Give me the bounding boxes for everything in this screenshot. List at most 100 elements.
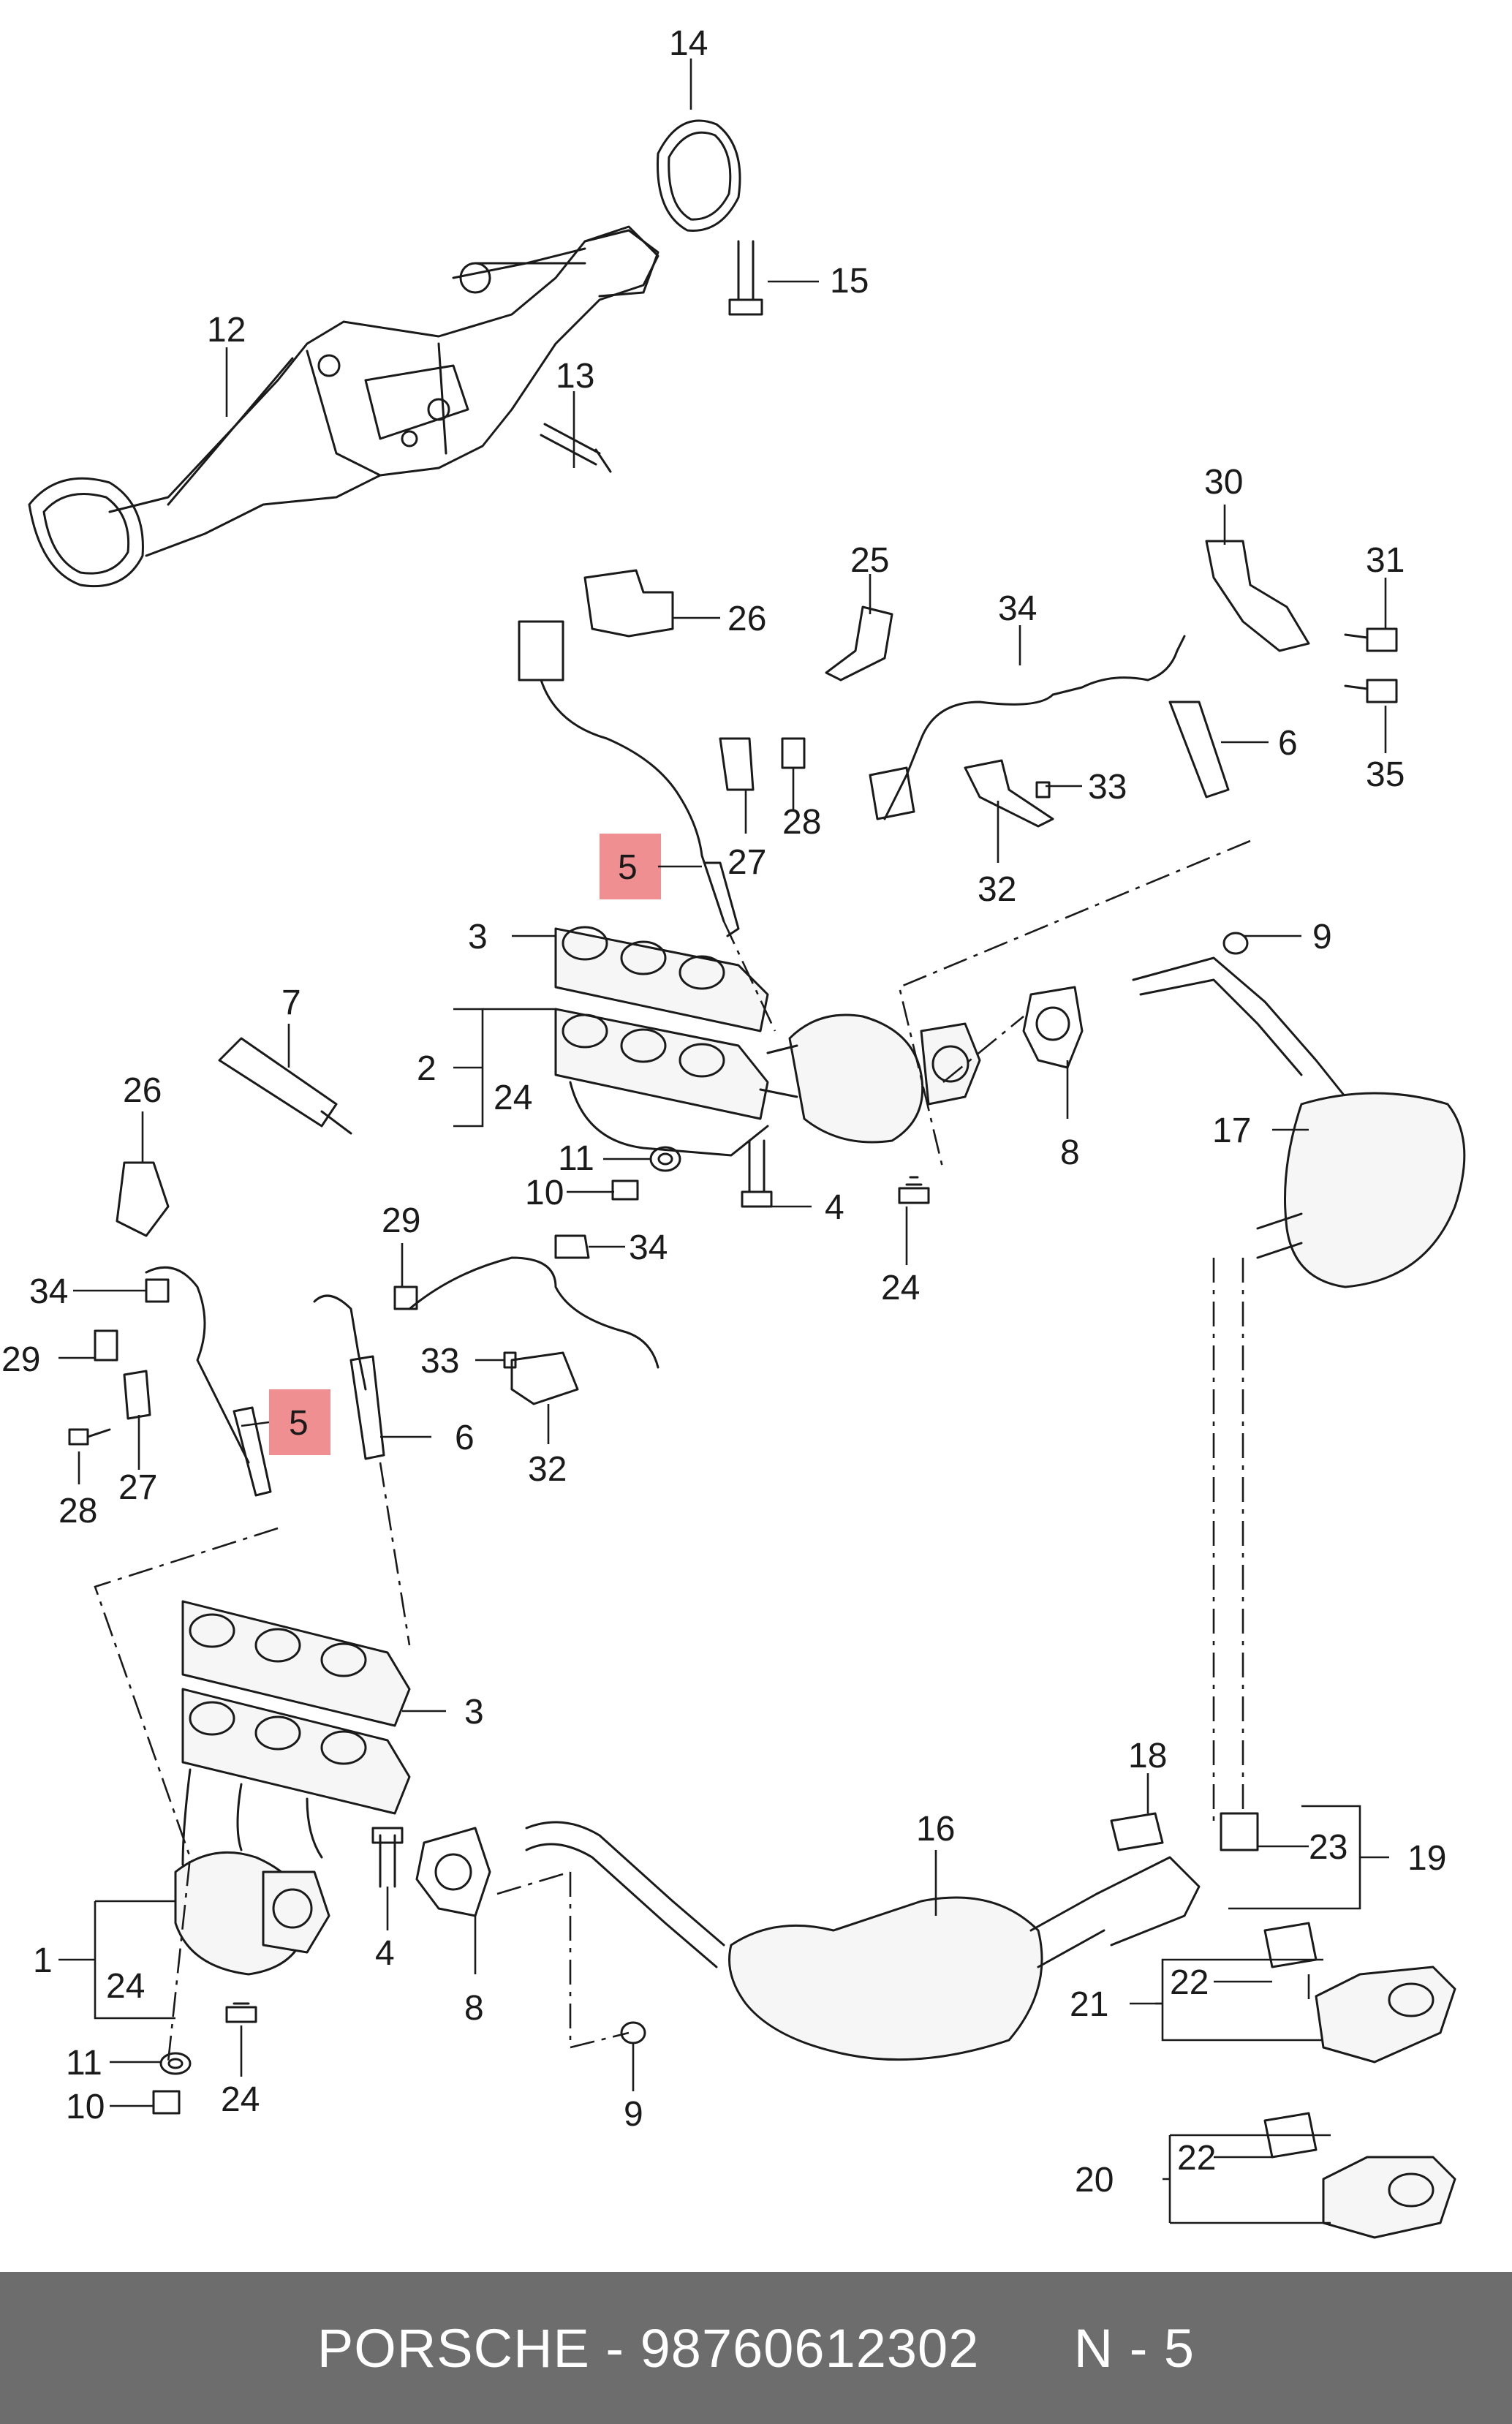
connector-clip [145, 1278, 170, 1303]
sensor-bracket [123, 1370, 151, 1420]
flange-gasket [1022, 986, 1084, 1069]
callout-24: 24 [106, 1967, 145, 2006]
bolt [225, 2002, 257, 2023]
leader-lines [58, 58, 1389, 2224]
callout-6: 6 [455, 1419, 475, 1457]
callout-26: 26 [123, 1071, 162, 1110]
callout-34: 34 [629, 1228, 668, 1267]
callout-35: 35 [1366, 755, 1405, 794]
sensor-bracket [503, 1351, 579, 1405]
callout-33: 33 [1088, 768, 1127, 807]
callout-labels: 14 15 12 13 26 25 30 31 34 35 6 33 28 27… [1, 24, 1446, 2200]
exhaust-manifold-lower [174, 1600, 411, 1976]
callout-24: 24 [221, 2080, 260, 2119]
front-silencer [525, 1821, 1201, 2061]
callout-16: 16 [916, 1810, 955, 1849]
callout-10: 10 [525, 1174, 564, 1212]
callout-8: 8 [464, 1989, 484, 2028]
callout-11: 11 [558, 1139, 594, 1178]
connector-bracket [583, 569, 674, 638]
connector-clip [393, 1285, 418, 1310]
callout-5: 5 [618, 848, 638, 887]
oxygen-sensor-right [869, 635, 1230, 820]
clamp-band [657, 119, 741, 232]
callout-3: 3 [464, 1693, 484, 1732]
sensor-bracket [964, 759, 1054, 828]
engine-carrier-bracket [28, 225, 659, 588]
bolt [540, 423, 612, 473]
callout-13: 13 [556, 357, 594, 396]
exhaust-clamp [1110, 1812, 1164, 1851]
tail-pipe-trim-double [1315, 1966, 1456, 2064]
callout-2: 2 [417, 1049, 436, 1088]
bolt [741, 1139, 773, 1208]
exhaust-system-diagram: 14 15 12 13 26 25 30 31 34 35 6 33 28 27… [1, 24, 1466, 2239]
callout-23: 23 [1309, 1828, 1347, 1867]
callout-29: 29 [382, 1201, 420, 1240]
callout-20: 20 [1075, 2161, 1114, 2200]
callout-33: 33 [420, 1342, 459, 1381]
connector-bracket [116, 1161, 170, 1237]
callout-14: 14 [669, 24, 708, 63]
callout-24: 24 [881, 1269, 920, 1307]
callout-3: 3 [468, 918, 488, 956]
nut [152, 2090, 181, 2115]
connector-clip [554, 1234, 590, 1259]
callout-28: 28 [782, 803, 821, 842]
oxygen-sensor-lower [145, 1266, 272, 1497]
mounting-bracket [1205, 540, 1310, 652]
oxygen-sensor-upper [518, 620, 740, 937]
callout-5: 5 [289, 1404, 309, 1443]
callout-32: 32 [528, 1450, 567, 1489]
washer [159, 2052, 192, 2075]
seal-ring [1222, 932, 1249, 955]
sensor-bracket [719, 737, 806, 791]
callout-11: 11 [66, 2044, 102, 2083]
flange-gasket [415, 1827, 491, 1917]
bolt [1344, 627, 1398, 652]
callout-28: 28 [58, 1492, 97, 1530]
callout-highlight-lower [269, 1389, 330, 1455]
callout-22: 22 [1170, 1963, 1209, 2002]
callout-18: 18 [1128, 1737, 1167, 1775]
callout-34: 34 [998, 589, 1037, 628]
callout-4: 4 [375, 1934, 395, 1973]
callout-30: 30 [1204, 463, 1243, 502]
assembly-lines [94, 839, 1310, 2063]
callout-9: 9 [1312, 918, 1332, 956]
bolt [898, 1176, 930, 1204]
paste-tube [218, 1037, 352, 1135]
callout-10: 10 [66, 2088, 105, 2126]
callout-highlight-upper [600, 834, 661, 899]
callout-12: 12 [207, 311, 246, 350]
retaining-clip [825, 605, 893, 681]
bolt [728, 240, 763, 316]
nut [611, 1179, 639, 1201]
exhaust-clamp [1263, 2112, 1318, 2159]
callout-27: 27 [727, 843, 766, 882]
rear-silencer [1132, 956, 1466, 1288]
callout-19: 19 [1407, 1839, 1446, 1878]
bolt [68, 1428, 111, 1446]
callout-15: 15 [830, 262, 869, 301]
callout-4: 4 [825, 1188, 844, 1227]
callout-22: 22 [1177, 2139, 1216, 2178]
callout-21: 21 [1070, 1985, 1108, 2024]
callout-34: 34 [29, 1272, 68, 1311]
part-number-footer: PORSCHE - 98760612302 N - 5 [0, 2272, 1512, 2424]
callout-24: 24 [494, 1079, 532, 1117]
callout-17: 17 [1212, 1111, 1251, 1150]
tail-pipe-trim-single [1322, 2156, 1456, 2239]
callout-8: 8 [1060, 1133, 1080, 1172]
callout-29: 29 [1, 1340, 40, 1379]
callout-6: 6 [1278, 724, 1298, 763]
exhaust-manifold-upper [554, 926, 981, 1157]
callout-27: 27 [118, 1468, 157, 1507]
callout-1: 1 [33, 1941, 53, 1980]
callout-9: 9 [624, 2095, 643, 2134]
exhaust-clamp [1220, 1812, 1259, 1851]
connector-clip [94, 1329, 118, 1362]
callout-31: 31 [1366, 541, 1405, 580]
callout-26: 26 [727, 600, 766, 638]
callout-7: 7 [281, 983, 301, 1022]
